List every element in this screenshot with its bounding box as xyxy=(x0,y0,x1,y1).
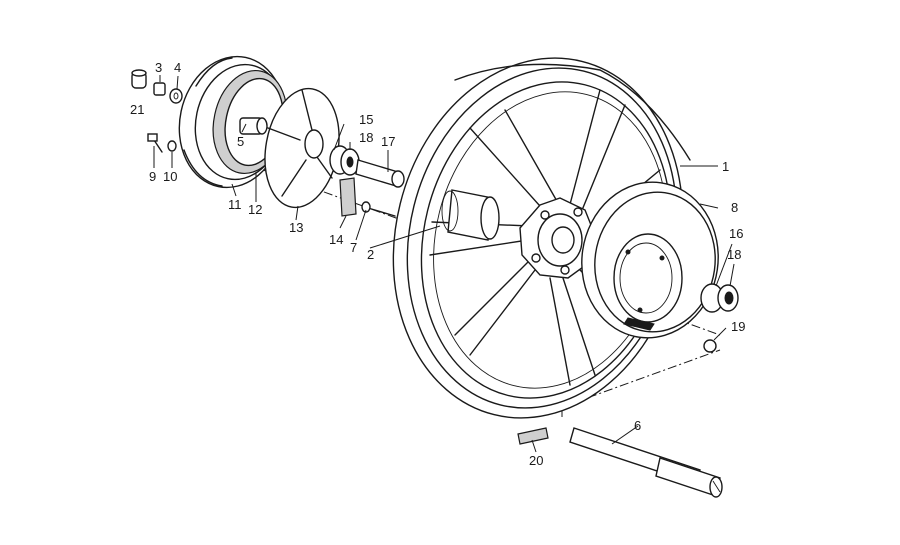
bearing-18-right-bore xyxy=(724,291,734,305)
leader-14 xyxy=(339,215,347,229)
callout-10: 10 xyxy=(163,169,177,184)
spoke-2 xyxy=(567,89,626,221)
callout-13: 13 xyxy=(289,220,303,235)
callout-19: 19 xyxy=(731,319,745,334)
callout-9: 9 xyxy=(149,169,156,184)
callout-18-upper: 18 xyxy=(359,130,373,145)
leader-lines xyxy=(153,75,735,453)
callout-7: 7 xyxy=(350,240,357,255)
callout-20: 20 xyxy=(529,453,543,468)
callout-18-right: 18 xyxy=(727,247,741,262)
leader-19 xyxy=(713,327,727,341)
callout-2: 2 xyxy=(367,247,374,262)
leader-8 xyxy=(699,203,719,209)
cap-21-top xyxy=(131,69,147,77)
spindle-axis-line xyxy=(539,349,721,416)
washer-4 xyxy=(169,88,183,104)
bolt-hole xyxy=(560,265,570,275)
bolt-hole xyxy=(531,253,541,263)
wedge-pad-14 xyxy=(339,177,357,217)
right-side-hardware xyxy=(700,283,739,353)
disc-carrier-inner xyxy=(619,242,673,314)
screw-9-head xyxy=(147,133,158,142)
callout-16: 16 xyxy=(729,226,743,241)
spindle-slot xyxy=(712,480,721,493)
bearing-5-part xyxy=(239,117,268,135)
spacer-back xyxy=(441,190,459,232)
leader-4 xyxy=(176,75,179,90)
callout-12: 12 xyxy=(248,202,262,217)
callout-21: 21 xyxy=(130,102,144,117)
clip-20 xyxy=(517,427,549,445)
leader-16 xyxy=(715,243,733,287)
leader-11 xyxy=(231,183,237,197)
callout-4: 4 xyxy=(174,60,181,75)
leader-13 xyxy=(295,205,299,221)
bushing-17-end xyxy=(391,170,405,188)
bolt-7-head xyxy=(361,201,371,213)
disc-bolt xyxy=(659,255,665,261)
spacer-tube-part xyxy=(441,189,500,241)
leader-15 xyxy=(333,123,345,151)
bolt-hole xyxy=(540,210,550,220)
washer-10 xyxy=(167,140,177,152)
rim-thickness-top xyxy=(454,63,691,161)
disc-face xyxy=(594,191,716,333)
callout-14: 14 xyxy=(329,232,343,247)
leader-7 xyxy=(355,209,367,241)
bushing-17-body xyxy=(355,159,399,187)
hub-bore xyxy=(551,226,575,254)
spoke-1 xyxy=(469,109,563,216)
bolt-hole xyxy=(573,207,583,217)
leader-2 xyxy=(369,225,441,249)
callout-8: 8 xyxy=(731,200,738,215)
bolt-7-shank xyxy=(367,207,396,217)
callout-labels: 1 2 3 4 5 6 7 8 9 10 11 12 13 14 15 16 1… xyxy=(130,60,745,468)
spacer-end xyxy=(480,196,500,240)
spindle-head-end xyxy=(709,476,723,498)
cover-plate-part xyxy=(264,87,340,209)
drum-rim-detail xyxy=(183,57,233,187)
callout-15: 15 xyxy=(359,112,373,127)
brake-disc-part xyxy=(581,181,719,339)
washer-4-hole xyxy=(173,92,179,100)
cover-plate-ribs xyxy=(267,89,333,197)
disc-carrier xyxy=(613,233,683,323)
screw-9-shank xyxy=(153,139,163,153)
cover-plate-hole xyxy=(304,129,324,159)
nut-3 xyxy=(153,82,166,96)
callout-3: 3 xyxy=(155,60,162,75)
leader-20 xyxy=(531,439,537,453)
bearing-5-end xyxy=(256,117,268,135)
axle-spindle-part xyxy=(569,427,723,498)
callout-5: 5 xyxy=(237,134,244,149)
callout-1: 1 xyxy=(722,159,729,174)
spacer-body xyxy=(447,189,493,241)
disc-carrier-shadow xyxy=(623,317,655,331)
nut-19 xyxy=(703,339,717,353)
disc-bolt xyxy=(637,307,643,313)
callout-17: 17 xyxy=(381,134,395,149)
leader-18b xyxy=(729,263,735,287)
small-hardware xyxy=(131,69,183,104)
spoke-5 xyxy=(549,274,596,386)
disc-bolt xyxy=(625,249,631,255)
spoke-6 xyxy=(454,261,536,356)
bolt-7-part xyxy=(361,201,396,217)
screw-9-part xyxy=(147,133,177,153)
bushing-17-part xyxy=(355,159,405,188)
bearing-18-bore xyxy=(346,156,354,168)
bearing-15-part xyxy=(329,145,360,176)
callout-11: 11 xyxy=(228,197,242,212)
leader-6 xyxy=(611,425,639,445)
leader-5 xyxy=(241,123,247,133)
callout-6: 6 xyxy=(634,418,641,433)
